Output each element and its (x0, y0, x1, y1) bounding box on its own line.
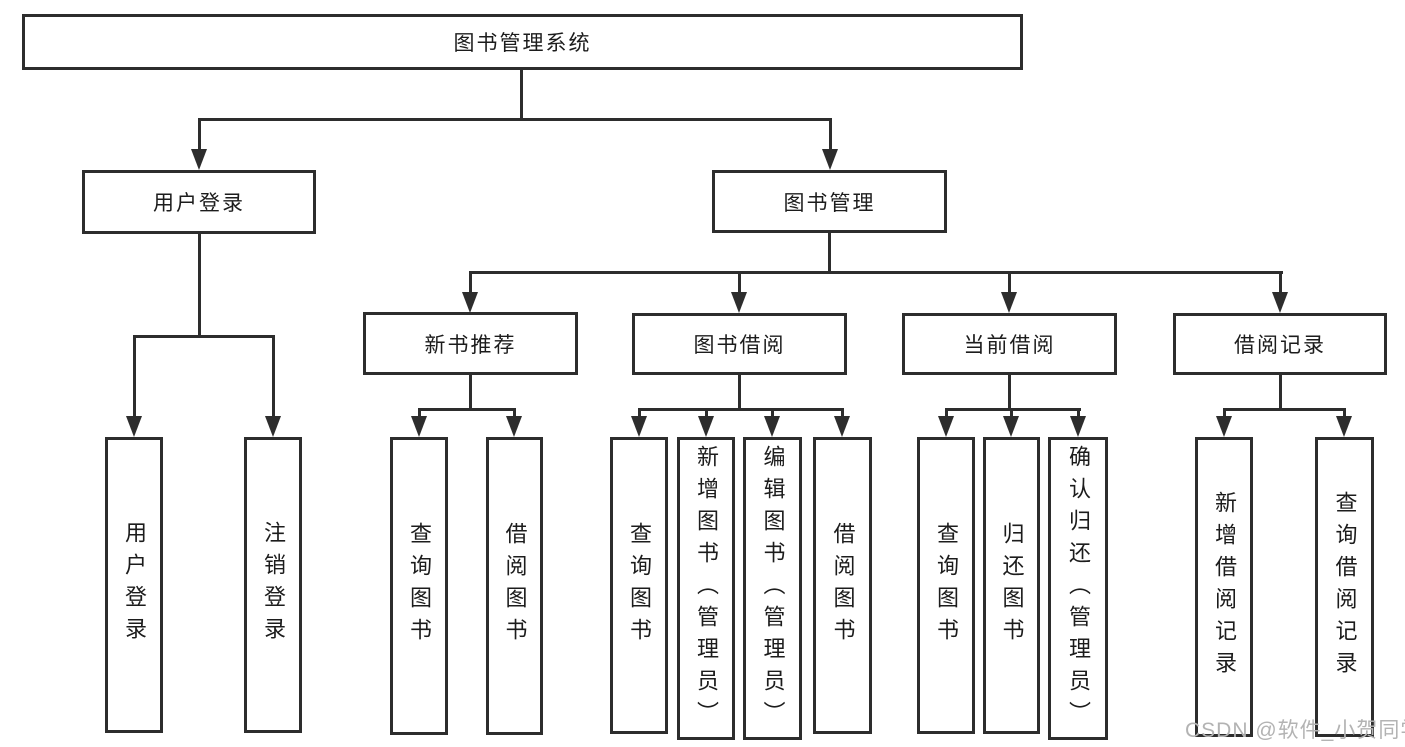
node-new-book-recommendation: 新书推荐 (363, 312, 578, 375)
arrowhead-nb-query (411, 416, 427, 437)
connector-to-new-books (469, 271, 472, 295)
arrowhead-leaf-logout (265, 416, 281, 437)
connector-new-books-bar (418, 408, 516, 411)
connector-current-borrow-stem (1008, 375, 1011, 408)
leaf-add-borrow-record-label: 新增借阅记录 (1212, 491, 1237, 683)
connector-to-bb-borrow (841, 408, 844, 419)
arrowhead-leaf-user-login (126, 416, 142, 437)
node-user-login: 用户登录 (82, 170, 316, 234)
arrowhead-br-add (1216, 416, 1232, 437)
arrowhead-bb-borrow (834, 416, 850, 437)
connector-to-cb-confirm (1077, 408, 1080, 419)
connector-current-borrow-bar (945, 408, 1081, 411)
arrowhead-cb-confirm (1070, 416, 1086, 437)
node-borrow-records: 借阅记录 (1173, 313, 1387, 375)
leaf-confirm-return-admin-label: 确认归还（管理员） (1066, 444, 1091, 733)
leaf-query-books-under-current: 查询图书 (917, 437, 975, 734)
arrowhead-current-borrow (1001, 292, 1017, 313)
node-root-library-system: 图书管理系统 (22, 14, 1023, 70)
connector-to-br-add (1223, 408, 1226, 419)
leaf-borrow-books-label: 借阅图书 (830, 521, 856, 650)
connector-to-bb-add (705, 408, 708, 419)
leaf-query-books-label: 查询图书 (627, 521, 652, 650)
connector-to-book-mgmt (829, 118, 832, 152)
leaf-add-books-admin: 新增图书（管理员） (677, 437, 735, 740)
connector-user-login-stem (198, 234, 201, 335)
connector-to-borrow-records (1279, 271, 1282, 295)
connector-to-current-borrow (1008, 271, 1011, 295)
connector-borrow-records-stem (1279, 375, 1282, 408)
arrowhead-borrow-records (1272, 292, 1288, 313)
arrowhead-cb-return (1003, 416, 1019, 437)
arrowhead-bb-edit (764, 416, 780, 437)
arrowhead-bb-query (631, 416, 647, 437)
leaf-add-books-admin-label: 新增图书（管理员） (694, 444, 719, 733)
arrowhead-new-books (462, 292, 478, 313)
leaf-confirm-return-admin: 确认归还（管理员） (1048, 437, 1108, 740)
csdn-watermark: CSDN @软件_小贺同学 (1185, 719, 1405, 742)
arrowhead-bb-add (698, 416, 714, 437)
leaf-return-books: 归还图书 (983, 437, 1040, 734)
arrowhead-cb-query (938, 416, 954, 437)
leaf-user-login-label: 用户登录 (122, 521, 147, 649)
leaf-query-borrow-record: 查询借阅记录 (1315, 437, 1374, 737)
leaf-query-books-label: 查询图书 (407, 522, 432, 650)
connector-to-cb-return (1010, 408, 1013, 419)
connector-level2-bar (198, 118, 832, 121)
leaf-query-books-label: 查询图书 (934, 521, 959, 650)
leaf-return-books-label: 归还图书 (999, 521, 1025, 650)
connector-to-bb-edit (771, 408, 774, 419)
connector-book-mgmt-stem (828, 233, 831, 271)
connector-root-stem (520, 69, 523, 118)
leaf-user-login: 用户登录 (105, 437, 163, 733)
connector-borrow-records-bar (1223, 408, 1346, 411)
connector-to-leaf-logout (272, 335, 275, 419)
connector-book-borrow-stem (738, 375, 741, 408)
arrowhead-book-borrow (731, 292, 747, 313)
connector-to-book-borrow (738, 271, 741, 295)
connector-to-br-query (1343, 408, 1346, 419)
leaf-borrow-books-under-borrowing: 借阅图书 (813, 437, 872, 734)
leaf-add-borrow-record: 新增借阅记录 (1195, 437, 1253, 737)
leaf-borrow-books-under-new-books: 借阅图书 (486, 437, 543, 735)
connector-to-user-login (198, 118, 201, 152)
leaf-logout: 注销登录 (244, 437, 302, 733)
arrowhead-user-login (191, 149, 207, 170)
connector-book-borrow-bar (638, 408, 844, 411)
connector-to-bb-query (638, 408, 641, 419)
arrowhead-book-mgmt (822, 149, 838, 170)
leaf-logout-label: 注销登录 (261, 521, 286, 649)
leaf-query-books-under-borrowing: 查询图书 (610, 437, 668, 734)
node-book-borrowing: 图书借阅 (632, 313, 847, 375)
connector-to-nb-borrow (513, 408, 516, 419)
connector-to-cb-query (945, 408, 948, 419)
connector-user-login-bar (133, 335, 275, 338)
node-current-borrowing: 当前借阅 (902, 313, 1117, 375)
connector-to-nb-query (418, 408, 421, 419)
leaf-edit-books-admin: 编辑图书（管理员） (743, 437, 802, 740)
leaf-query-borrow-record-label: 查询借阅记录 (1332, 491, 1358, 683)
arrowhead-br-query (1336, 416, 1352, 437)
connector-to-leaf-user-login (133, 335, 136, 419)
node-book-management: 图书管理 (712, 170, 947, 233)
connector-level3-bar (469, 271, 1283, 274)
leaf-query-books-under-new-books: 查询图书 (390, 437, 448, 735)
leaf-borrow-books-label: 借阅图书 (502, 522, 528, 650)
leaf-edit-books-admin-label: 编辑图书（管理员） (760, 444, 786, 733)
arrowhead-nb-borrow (506, 416, 522, 437)
connector-new-books-stem (469, 375, 472, 408)
